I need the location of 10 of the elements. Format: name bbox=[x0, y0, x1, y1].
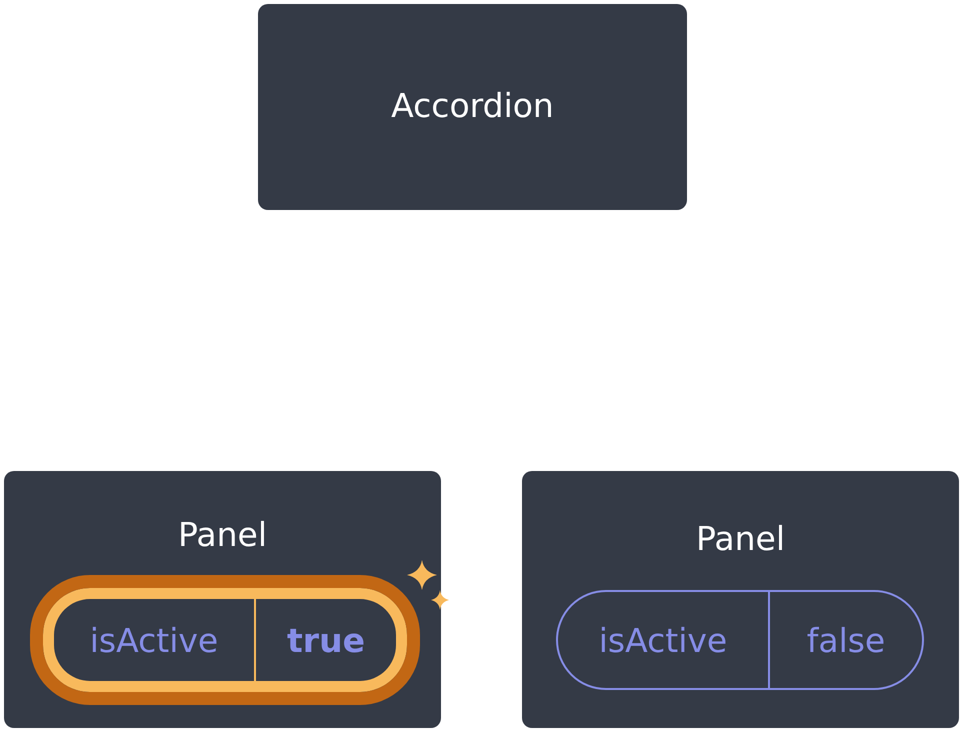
state-value: true bbox=[287, 620, 365, 660]
component-name: Accordion bbox=[390, 86, 555, 125]
state-value: false bbox=[806, 620, 886, 660]
state-name: isActive bbox=[90, 620, 218, 660]
state-pill bbox=[556, 590, 924, 690]
component-box bbox=[522, 471, 959, 728]
component-box bbox=[258, 4, 687, 210]
component-name: Panel bbox=[694, 519, 786, 558]
state-name: isActive bbox=[598, 620, 728, 660]
component-name: Panel bbox=[176, 515, 268, 554]
